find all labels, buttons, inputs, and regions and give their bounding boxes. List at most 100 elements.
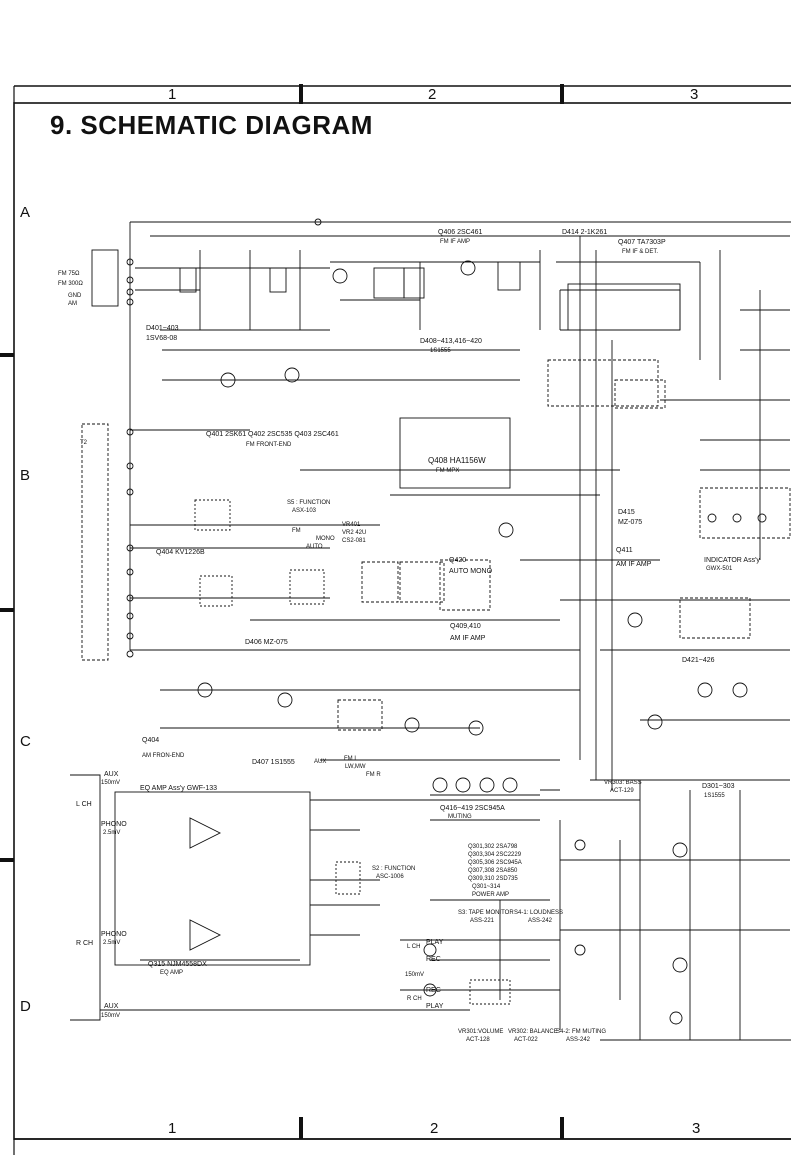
switch-position: FM bbox=[292, 528, 301, 534]
connector-labels: FM 75Ω FM 300Ω GND AM T2 AUX 150mV PHONO… bbox=[58, 271, 444, 1019]
component-label: Q301~314 bbox=[472, 884, 501, 890]
switch-label: S4-1: LOUDNESS bbox=[514, 910, 563, 916]
switch-label: ASS-221 bbox=[470, 918, 495, 924]
jack-level: 2.5mV bbox=[103, 830, 120, 836]
component-label: Q315 NJM4558DX bbox=[148, 961, 207, 968]
jack-label: AUX bbox=[104, 1003, 119, 1010]
channel-label: R CH bbox=[407, 996, 422, 1002]
component-label: FM IF & DET. bbox=[622, 249, 658, 255]
component-label: Q305,306 2SC945A bbox=[468, 860, 522, 866]
control-label: VR401 bbox=[342, 522, 361, 528]
jack-level: 150mV bbox=[101, 1013, 120, 1019]
control-label: CS2-081 bbox=[342, 538, 366, 544]
column-label: 1 bbox=[168, 1120, 176, 1137]
jack-label: GND bbox=[68, 293, 82, 299]
column-label: 3 bbox=[690, 86, 698, 103]
component-label: 1S1555 bbox=[704, 793, 725, 799]
component-label: AM FRON-END bbox=[142, 753, 185, 759]
circuit-wiring bbox=[70, 218, 791, 1041]
component-label: FM FRONT-END bbox=[246, 442, 292, 448]
component-label: Q301,302 2SA798 bbox=[468, 844, 518, 850]
jack-label: T2 bbox=[80, 440, 88, 446]
component-label: D406 MZ-075 bbox=[245, 639, 288, 646]
component-label: AM IF AMP bbox=[450, 635, 486, 642]
component-label: Q401 2SK61 Q402 2SC535 Q403 2SC461 bbox=[206, 431, 339, 438]
outer-border bbox=[13, 102, 791, 1140]
jack-label: PHONO bbox=[101, 931, 127, 938]
jack-label: PHONO bbox=[101, 821, 127, 828]
component-label: MUTING bbox=[448, 814, 472, 820]
jack-level: 150mV bbox=[101, 780, 120, 786]
column-label: 2 bbox=[430, 1120, 438, 1137]
signal-label: FM R bbox=[366, 772, 381, 778]
jack-label: REC bbox=[426, 987, 441, 994]
component-label: Q406 2SC461 bbox=[438, 229, 482, 236]
switch-label: S3: TAPE MONITOR bbox=[458, 910, 514, 916]
row-label: B bbox=[20, 467, 30, 484]
row-label: D bbox=[20, 998, 31, 1015]
jack-label: FM 300Ω bbox=[58, 281, 83, 287]
control-label: VR302: BALANCE bbox=[508, 1029, 558, 1035]
component-label: Q408 HA1156W bbox=[428, 456, 486, 465]
control-label: VR301:VOLUME bbox=[458, 1029, 503, 1035]
channel-label: L CH bbox=[407, 944, 420, 950]
row-label: A bbox=[20, 204, 30, 221]
component-label: D421~426 bbox=[682, 657, 715, 664]
switch-label: S5 : FUNCTION bbox=[287, 500, 330, 506]
jack-label: AM bbox=[68, 301, 77, 307]
component-label: Q409,410 bbox=[450, 623, 481, 630]
control-label: ACT-022 bbox=[514, 1037, 538, 1043]
channel-label: L CH bbox=[76, 801, 92, 808]
jack-label: FM 75Ω bbox=[58, 271, 80, 277]
jack-level: 150mV bbox=[405, 972, 424, 978]
component-label: D401~403 bbox=[146, 325, 179, 332]
component-label: EQ AMP Ass'y GWF-133 bbox=[140, 785, 217, 792]
component-label: POWER AMP bbox=[472, 892, 509, 898]
switch-label: S2 : FUNCTION bbox=[372, 866, 415, 872]
jack-label: PLAY bbox=[426, 1003, 444, 1010]
signal-label: FM L bbox=[344, 756, 358, 762]
jack-label: PLAY bbox=[426, 939, 444, 946]
control-label: ACT-129 bbox=[610, 788, 634, 794]
page-title: 9. SCHEMATIC DIAGRAM bbox=[50, 110, 373, 140]
column-label: 2 bbox=[428, 86, 436, 103]
block-labels: Q406 2SC461 FM IF AMP D414 2-1K261 Q407 … bbox=[140, 229, 760, 1043]
channel-label: R CH bbox=[76, 940, 93, 947]
jack-label: AUX bbox=[104, 771, 119, 778]
component-label: 1SV68-08 bbox=[146, 335, 177, 342]
component-label: D414 2-1K261 bbox=[562, 229, 607, 236]
control-label: ACT-128 bbox=[466, 1037, 490, 1043]
column-label: 3 bbox=[692, 1120, 700, 1137]
switch-label: ASX-103 bbox=[292, 508, 317, 514]
component-label: FM IF AMP bbox=[440, 239, 470, 245]
component-label: Q307,308 2SA850 bbox=[468, 868, 518, 874]
component-label: Q309,310 2SD735 bbox=[468, 876, 518, 882]
component-label: 1S1555 bbox=[430, 348, 451, 354]
component-label: Q411 bbox=[616, 547, 633, 554]
row-label: C bbox=[20, 733, 31, 750]
signal-label: AUX bbox=[314, 759, 326, 765]
component-label: FM MPX bbox=[436, 468, 459, 474]
switch-label: ASC-1006 bbox=[376, 874, 404, 880]
signal-label: LW,MW bbox=[345, 764, 366, 770]
component-label: AM IF AMP bbox=[616, 561, 652, 568]
control-label: ASS-242 bbox=[566, 1037, 591, 1043]
component-label: Q420 bbox=[449, 557, 466, 564]
control-label: S4-2: FM MUTING bbox=[556, 1029, 606, 1035]
switch-label: ASS-242 bbox=[528, 918, 553, 924]
component-label: D301~303 bbox=[702, 783, 735, 790]
jack-label: REC bbox=[426, 956, 441, 963]
component-label: Q404 bbox=[142, 737, 159, 744]
component-label: D415 bbox=[618, 509, 635, 516]
jack-level: 2.5mV bbox=[103, 940, 120, 946]
component-label: Q416~419 2SC945A bbox=[440, 805, 505, 812]
component-label: INDICATOR Ass'y bbox=[704, 557, 760, 564]
component-label: EQ AMP bbox=[160, 970, 183, 976]
component-label: GWX-501 bbox=[706, 566, 733, 572]
column-label: 1 bbox=[168, 86, 176, 103]
component-label: D408~413,416~420 bbox=[420, 338, 482, 345]
component-label: D407 1S1555 bbox=[252, 759, 295, 766]
component-label: Q407 TA7303P bbox=[618, 239, 666, 246]
